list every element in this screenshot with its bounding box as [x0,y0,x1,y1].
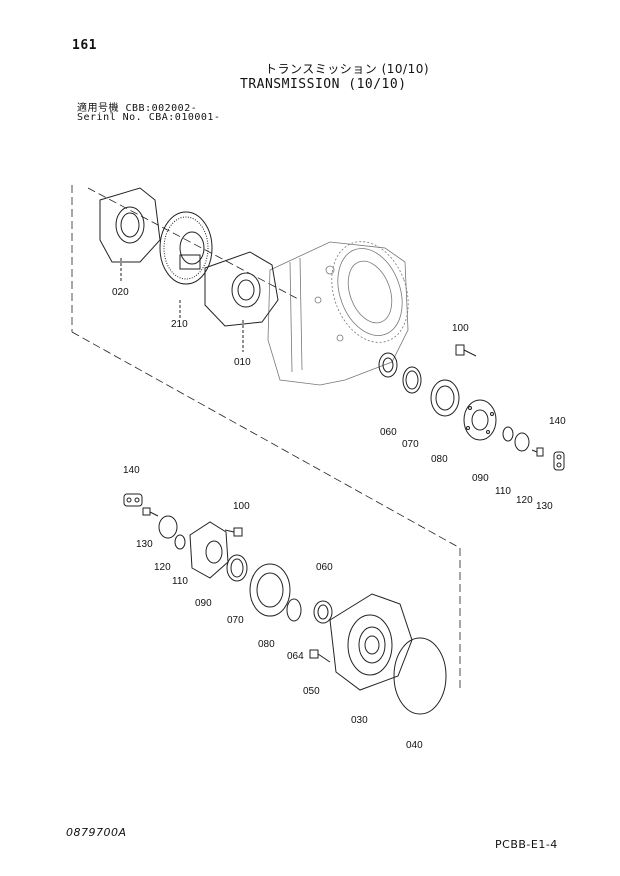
label-140-top: 140 [549,416,566,427]
title-japanese: トランスミッション (10/10) [265,62,430,76]
drawing-number: 0879700A [66,826,127,839]
part-120-washer-bottom [158,515,178,539]
part-070-ring-bottom [226,554,248,582]
label-210: 210 [171,319,188,330]
part-110-oring-top [502,426,514,442]
label-140-bottom: 140 [123,465,140,476]
part-140-lock-bottom [123,493,143,507]
serial-number-line: Serinl No. CBA:010001- [77,112,221,123]
label-030: 030 [351,715,368,726]
transmission-case [267,241,409,386]
label-060-bottom: 060 [316,562,333,573]
label-060-top: 060 [380,427,397,438]
part-090-flange-top [463,399,497,441]
part-060-bearing-top [378,352,398,378]
part-040-gasket [393,637,447,715]
serial-applicable-line: 適用号機 CBB:002002- [77,103,198,114]
label-120-top: 120 [516,495,533,506]
part-020-plate [99,187,161,282]
part-050-bolt [309,649,331,663]
part-060-bearing-bottom [313,600,333,624]
label-100-top: 100 [452,323,469,334]
label-120-bottom: 120 [154,562,171,573]
assembly-guide-lines [71,185,461,690]
label-070-bottom: 070 [227,615,244,626]
part-140-lock-top [553,451,565,471]
part-080-ring-bottom [249,563,291,617]
label-080-bottom: 080 [258,639,275,650]
part-210-gear [159,211,213,318]
label-064: 064 [287,651,304,662]
label-110-top: 110 [495,486,511,497]
part-110-oring-bottom [174,534,186,550]
part-120-washer-top [514,432,530,452]
part-030-cover [329,593,413,691]
label-130-bottom: 130 [136,539,153,550]
label-050: 050 [303,686,320,697]
page-code: PCBB-E1-4 [495,838,558,851]
label-090-bottom: 090 [195,598,212,609]
label-100-bottom: 100 [233,501,250,512]
title-english: TRANSMISSION (10/10) [240,77,407,92]
part-130-bolt-bottom [142,507,159,517]
label-130-top: 130 [536,501,553,512]
part-070-ring-top [402,366,422,394]
part-080-ring-top [430,379,460,417]
part-100-bolt-top [455,344,477,357]
label-040: 040 [406,740,423,751]
page-number: 161 [72,38,97,53]
label-020: 020 [112,287,129,298]
part-010-plate [204,251,279,352]
part-130-bolt-top [531,447,544,457]
label-070-top: 070 [402,439,419,450]
label-080-top: 080 [431,454,448,465]
label-090-top: 090 [472,473,489,484]
part-090-flange-bottom [189,521,229,579]
part-064-snapring [286,598,302,622]
label-010: 010 [234,357,251,368]
part-100-bolt-bottom [224,527,243,537]
label-110-bottom: 110 [172,576,188,587]
